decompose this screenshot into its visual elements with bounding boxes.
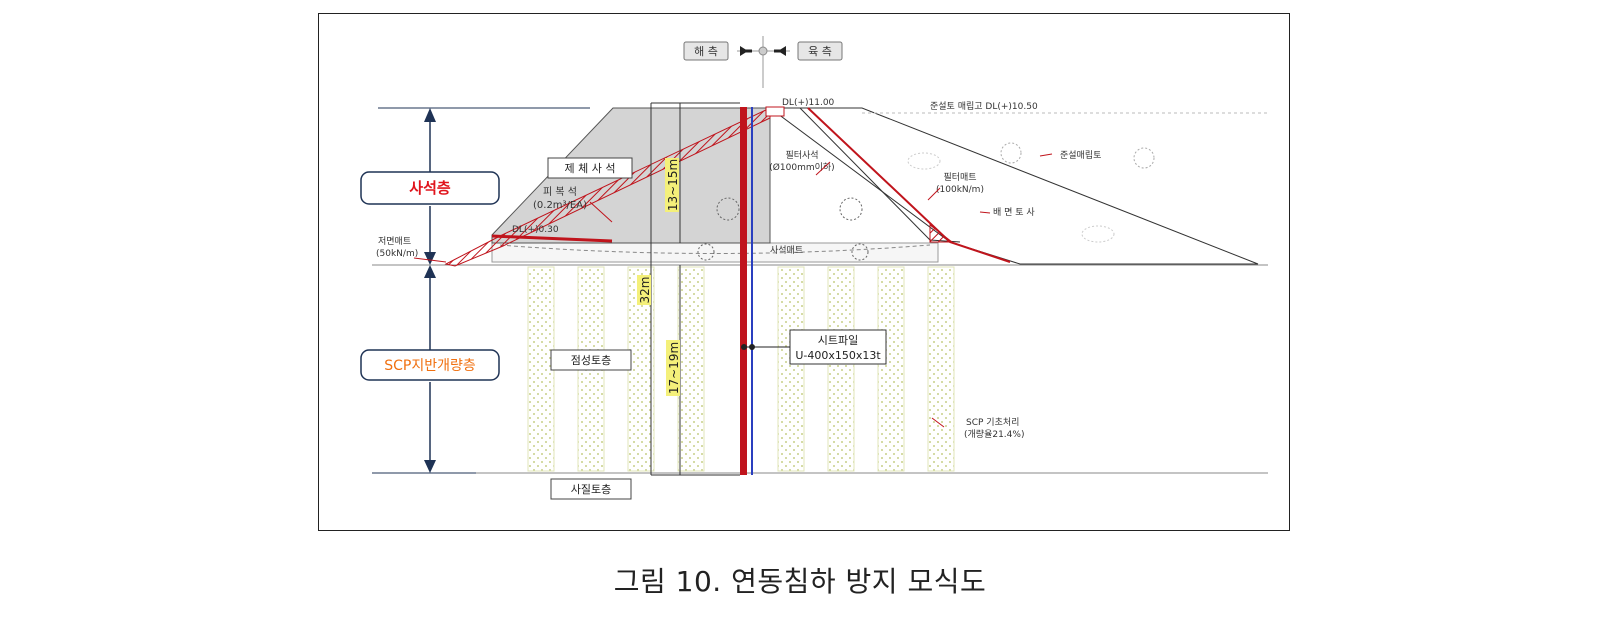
rock-cluster-icon: [1000, 142, 1022, 164]
scp-column: [777, 266, 805, 472]
dl-030-label: DL(+)0.30: [512, 225, 559, 235]
core-rubble-box: [547, 157, 633, 179]
rock-cluster-icon: [907, 152, 941, 170]
backfill-sand-label: 배 면 토 사: [993, 207, 1035, 218]
sand-layer-box: [550, 478, 632, 500]
figure-caption: 그림 10. 연동침하 방지 모식도: [613, 565, 987, 598]
arrow-down-icon: [424, 252, 436, 265]
filter-mat-spec: (100kN/m): [936, 185, 984, 195]
scp-layer-label: SCP지반개량층: [384, 358, 476, 374]
dredged-fill-label: 준설매립토: [1060, 150, 1101, 161]
sheet-pile-spec: U-400x150x13t: [795, 349, 881, 362]
base-mat-label: 저면매트: [378, 236, 411, 247]
arrow-up-icon: [424, 108, 436, 122]
filter-mat-label: 필터매트: [943, 171, 976, 183]
scp-column: [827, 266, 855, 472]
sheet-pile-label: 시트파일: [818, 333, 858, 347]
compass-center-icon: [758, 46, 768, 56]
layer-indicator: [372, 107, 590, 474]
armor-stone-spec: (0.2m³/EA): [533, 200, 587, 211]
scp-layer-box: [360, 349, 500, 381]
scp-replacement-label: (개량율21.4%): [964, 428, 1024, 440]
cap-block: [765, 106, 785, 117]
leader-lines: [413, 153, 1053, 428]
height-17-19-box: [666, 340, 680, 396]
sheet-pile-box: [789, 329, 887, 365]
scp-treatment-label: SCP 기초처리: [966, 416, 1019, 428]
filter-rubble-label: 필터사석: [785, 149, 818, 161]
rubble-layer-label: 사석층: [409, 179, 451, 197]
rubble-mat-band: [491, 242, 939, 263]
height-13-15-label: 13~15m: [666, 159, 680, 211]
dl-1100-label: DL(+)11.00: [782, 98, 835, 108]
height-32-box: [637, 275, 651, 305]
land-side-label: 육 측: [808, 45, 832, 58]
scp-column: [677, 266, 705, 472]
rock-cluster-icons: [697, 142, 1155, 261]
filter-rubble-spec: (Ø100mm이하): [769, 162, 834, 173]
base-mat-spec: (50kN/m): [376, 249, 418, 259]
sand-layer-label: 사질토층: [571, 483, 611, 496]
dredged-fill-height-label: 준설토 매립고 DL(+)10.50: [930, 101, 1038, 112]
rock-cluster-icon: [1081, 225, 1115, 243]
clay-layer-label: 점성토층: [571, 354, 611, 367]
sea-side-label: 해 측: [694, 44, 718, 58]
armor-stone-label: 피 복 석: [543, 186, 577, 198]
rock-cluster-icon: [1133, 147, 1155, 169]
scp-column: [927, 266, 955, 472]
armor-stone-base: [491, 234, 613, 243]
rock-cluster-icon: [839, 197, 863, 221]
height-13-15-box: [665, 158, 679, 212]
arrow-down-icon: [424, 460, 436, 473]
clay-layer-box: [550, 349, 632, 371]
sheet-pile-red: [740, 107, 747, 475]
core-rubble-label: 제 체 사 석: [565, 162, 616, 175]
scp-columns: [527, 266, 955, 472]
scp-column: [877, 266, 905, 472]
scp-column: [527, 266, 555, 472]
rock-cluster-icon: [851, 243, 869, 261]
height-17-19-label: 17~19m: [667, 342, 681, 394]
rock-cluster-icon: [697, 243, 715, 261]
rubble-mat-arc: [499, 244, 931, 254]
arrow-up-icon: [424, 265, 436, 278]
filter-rubble-triangle: [929, 223, 954, 243]
rubble-layer-box: [360, 171, 500, 205]
height-32-label: 32m: [638, 277, 652, 304]
direction-indicator: 해 측 육 측: [683, 36, 843, 88]
rubble-mat-label: 사석매트: [770, 245, 803, 256]
rock-cluster-icon: [716, 197, 740, 221]
backfill-slope-outline: [768, 107, 1259, 265]
